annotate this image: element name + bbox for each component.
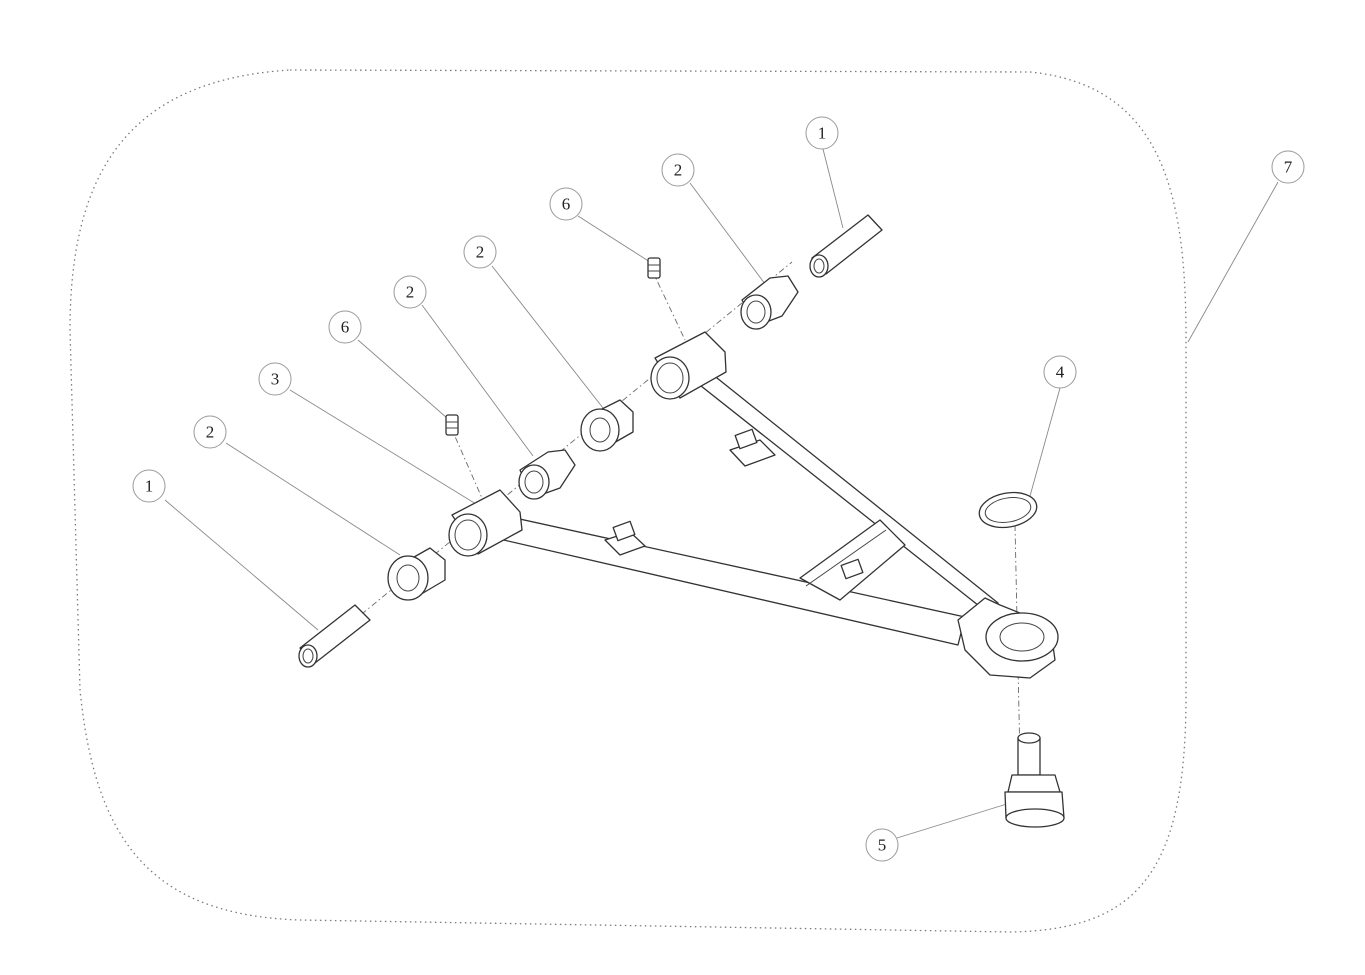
svg-text:2: 2 [206, 423, 215, 442]
leader-lines [164, 148, 1279, 839]
callout-2c: 2 [463, 235, 497, 269]
callout-5: 5 [865, 828, 899, 862]
bushing-4 [740, 275, 799, 330]
axis-lines [329, 261, 1021, 761]
svg-text:6: 6 [341, 318, 350, 337]
retaining-ring [978, 491, 1038, 529]
svg-text:3: 3 [271, 370, 280, 389]
svg-text:2: 2 [674, 161, 683, 180]
svg-text:1: 1 [145, 477, 154, 496]
assembly-boundary [69, 69, 1187, 933]
ball-joint [1004, 732, 1065, 828]
svg-text:6: 6 [562, 195, 571, 214]
callout-2a: 2 [193, 415, 227, 449]
callout-1b: 1 [805, 116, 839, 150]
svg-text:5: 5 [878, 836, 887, 855]
svg-text:7: 7 [1284, 158, 1293, 177]
a-arm-frame [448, 331, 1059, 679]
bushing-2 [518, 449, 576, 500]
svg-text:4: 4 [1056, 363, 1065, 382]
svg-text:2: 2 [476, 243, 485, 262]
svg-text:1: 1 [818, 124, 827, 143]
grease-fitting-1 [445, 414, 459, 436]
bushing-1 [387, 547, 446, 601]
callout-1a: 1 [132, 469, 166, 503]
callout-2d: 2 [661, 153, 695, 187]
bushing-3 [580, 399, 634, 452]
callout-3: 3 [258, 362, 292, 396]
callout-6a: 6 [328, 310, 362, 344]
callout-6b: 6 [549, 187, 583, 221]
callout-4: 4 [1043, 355, 1077, 389]
pivot-pin-1 [298, 604, 371, 668]
pivot-pin-2 [809, 214, 883, 278]
callout-2b: 2 [393, 275, 427, 309]
callout-7: 7 [1271, 150, 1305, 184]
grease-fitting-2 [647, 257, 661, 279]
svg-text:2: 2 [406, 283, 415, 302]
